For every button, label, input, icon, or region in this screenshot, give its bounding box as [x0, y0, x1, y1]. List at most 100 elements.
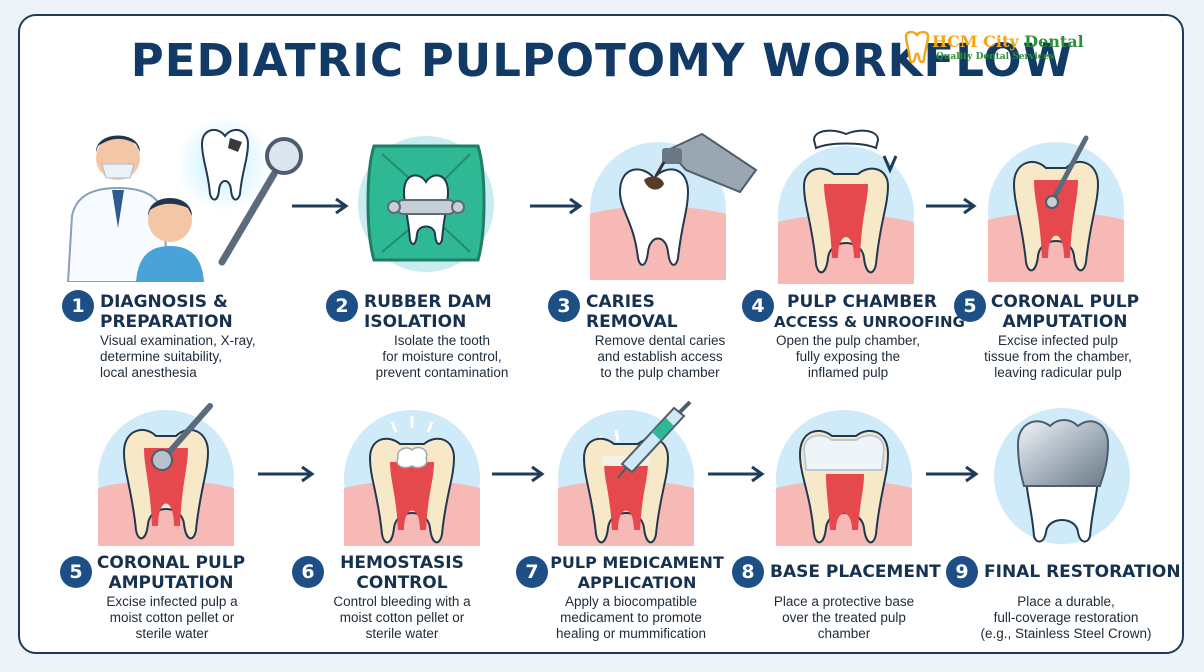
arrow-1-2	[292, 197, 349, 215]
step-title-line: BASE PLACEMENT	[770, 562, 941, 582]
step-title-line: REMOVAL	[586, 312, 678, 332]
step-description-line: tissue from the chamber,	[984, 349, 1132, 364]
arrow-5-6	[258, 465, 315, 483]
arrow-4-5	[926, 197, 977, 215]
dental-drill-icon	[654, 132, 758, 194]
step-description-line: Open the pulp chamber,	[775, 333, 921, 348]
step-description-line: to the pulp chamber	[600, 365, 720, 380]
logo-name: HCM City Dental	[932, 32, 1084, 51]
step-title: RUBBER DAM ISOLATION	[364, 292, 492, 332]
arrow-7-8	[708, 465, 765, 483]
illustration-diagnosis	[66, 116, 303, 282]
step-description: Place a protective base over the treated…	[752, 594, 936, 642]
step-description-line: Remove dental caries	[594, 333, 726, 348]
illustration-rubber-dam	[358, 136, 494, 272]
step-description-line: and establish access	[597, 349, 723, 364]
step-description-line: inflamed pulp	[807, 365, 889, 380]
step-description: Excise infected pulp a moist cotton pell…	[80, 594, 264, 642]
step-description: Open the pulp chamber, fully exposing th…	[760, 333, 936, 381]
excavator-instrument-icon	[151, 403, 213, 471]
step-description-line: Visual examination, X-ray,	[100, 333, 256, 348]
step-title-line: ISOLATION	[364, 312, 467, 332]
step-description-line: (e.g., Stainless Steel Crown)	[980, 626, 1152, 641]
step-description: Apply a biocompatible medicament to prom…	[536, 594, 726, 642]
step-title-line: RUBBER DAM	[364, 292, 492, 312]
step-title: CARIES REMOVAL	[586, 292, 678, 332]
illustration-pulp-access	[778, 129, 914, 284]
step-title-line: CORONAL PULP	[96, 553, 246, 573]
step-description-line: prevent contamination	[375, 365, 509, 380]
step-title-line: ACCESS & UNROOFING	[774, 313, 965, 331]
excavator-instrument-icon	[1045, 135, 1089, 209]
step-title-line: PULP CHAMBER	[787, 292, 937, 312]
cotton-pellet-icon	[396, 446, 428, 469]
step-description-line: full-coverage restoration	[993, 610, 1139, 625]
step-badge: 5	[954, 290, 986, 322]
arrow-2-3	[530, 197, 583, 215]
step-description-line: sterile water	[135, 626, 209, 641]
illustration-caries-removal	[590, 132, 758, 280]
step-description-line: determine suitability,	[100, 349, 223, 364]
step-title-line: DIAGNOSIS &	[100, 292, 228, 312]
syringe-icon	[617, 400, 692, 479]
step-description-line: Place a durable,	[1017, 594, 1115, 609]
caries-spot	[228, 138, 242, 152]
dam-clamp-icon	[387, 199, 465, 215]
step-title-line: CARIES	[586, 292, 655, 312]
step-description-line: medicament to promote	[560, 610, 702, 625]
step-description-line: Apply a biocompatible	[564, 594, 698, 609]
step-description-line: moist cotton pellet or	[109, 610, 235, 625]
exposed-pulp	[824, 184, 868, 258]
step-description-line: Control bleeding with a	[333, 594, 471, 609]
step-title-line: PREPARATION	[100, 312, 233, 332]
logo-name-b: Dental	[1024, 32, 1084, 51]
step-description-line: chamber	[817, 626, 871, 641]
step-title: HEMOSTASIS CONTROL	[330, 553, 474, 593]
illustration-coronal-amputation-a	[988, 135, 1124, 282]
step-description: Remove dental caries and establish acces…	[572, 333, 748, 381]
step-description-line: Isolate the tooth	[393, 333, 491, 348]
step-title-line: CONTROL	[356, 573, 448, 593]
step-badge: 3	[548, 290, 580, 322]
arrow-8-9	[926, 465, 979, 483]
step-badge: 4	[742, 290, 774, 322]
step-description: Isolate the tooth for moisture control, …	[350, 333, 534, 381]
logo-tagline: Quality Dental Services	[936, 52, 1055, 62]
step-description-line: moist cotton pellet or	[339, 610, 465, 625]
stainless-steel-crown-icon	[1016, 419, 1110, 487]
step-description-line: sterile water	[365, 626, 439, 641]
logo-name-a: HCM City	[932, 32, 1019, 51]
child-patient-figure	[136, 198, 204, 282]
step-title-line: AMPUTATION	[1002, 312, 1128, 332]
removed-roof-icon	[812, 129, 880, 150]
step-description-line: local anesthesia	[100, 365, 197, 380]
step-title: FINAL RESTORATION	[984, 562, 1181, 582]
step-badge: 7	[516, 556, 548, 588]
step-description-line: Excise infected pulp	[997, 333, 1119, 348]
step-title-line: CORONAL PULP	[990, 292, 1140, 312]
step-title-line: HEMOSTASIS	[340, 553, 464, 573]
step-description: Visual examination, X-ray, determine sui…	[100, 333, 256, 381]
step-description-line: fully exposing the	[795, 349, 901, 364]
illustration-hemostasis	[344, 410, 480, 546]
protective-base-layer	[802, 434, 886, 471]
step-description-line: leaving radicular pulp	[994, 365, 1122, 380]
step-title-line: APPLICATION	[577, 573, 697, 592]
step-description: Place a durable, full-coverage restorati…	[962, 594, 1170, 642]
dental-mirror-icon	[218, 137, 303, 266]
arrow-6-7	[492, 465, 545, 483]
step-description: Excise infected pulp tissue from the cha…	[966, 333, 1150, 381]
step-description-line: for moisture control,	[382, 349, 502, 364]
step-badge: 5	[60, 556, 92, 588]
illustration-medicament	[558, 400, 694, 546]
step-title: PULP MEDICAMENT APPLICATION	[550, 553, 724, 593]
tooth-logo-icon	[904, 30, 930, 64]
illustration-base-placement	[776, 410, 912, 546]
step-badge: 8	[732, 556, 764, 588]
step-badge: 2	[326, 290, 358, 322]
tooth-roots	[1024, 479, 1100, 543]
illustration-coronal-amputation-b	[98, 403, 234, 546]
step-title: BASE PLACEMENT	[770, 562, 941, 582]
illustration-final-restoration	[994, 408, 1130, 544]
step-badge: 6	[292, 556, 324, 588]
